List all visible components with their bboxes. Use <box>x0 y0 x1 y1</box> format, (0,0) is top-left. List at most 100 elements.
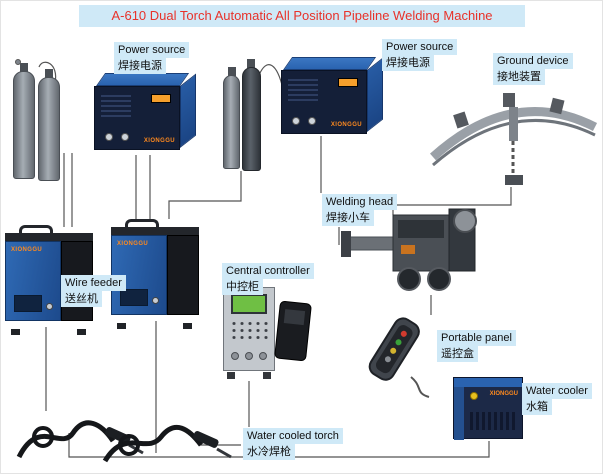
cylinder-gauge <box>15 59 21 65</box>
label-water-cooled-torch: Water cooled torch 水冷焊枪 <box>243 428 343 460</box>
foot <box>183 323 192 329</box>
pendant-screen <box>283 309 306 326</box>
controller-body <box>223 287 275 371</box>
label-water-cooler: Water cooler 水箱 <box>522 383 592 415</box>
carriage-panel <box>398 220 444 238</box>
filler-cap <box>470 392 478 400</box>
gas-cylinder <box>13 71 35 179</box>
wheel <box>397 267 421 291</box>
central-controller-cabinet <box>223 287 277 379</box>
foot <box>263 372 271 379</box>
gas-cylinder <box>242 67 261 171</box>
welding-head-illustration <box>341 208 477 291</box>
clamp-block <box>549 97 565 115</box>
feeder-top <box>111 227 199 235</box>
ground-device-illustration <box>429 93 598 185</box>
remote-cable <box>410 376 430 398</box>
foot <box>77 329 86 335</box>
machine-top-face <box>96 73 190 86</box>
control-knob <box>292 117 300 125</box>
torch-clamp <box>341 231 351 257</box>
gas-cylinders-middle <box>223 59 265 177</box>
feeder-front-panel: XIONGGU <box>5 241 61 321</box>
label-en: Welding head <box>322 194 398 210</box>
machine-side-face <box>180 73 196 148</box>
portable-panel-illustration <box>368 317 430 398</box>
feeder-control-panel <box>14 295 42 312</box>
label-en: Ground device <box>493 53 573 69</box>
label-en: Power source <box>114 42 190 58</box>
controller-screen <box>231 294 267 314</box>
controller-knobs <box>231 352 267 360</box>
vent-grille <box>470 412 516 430</box>
controller-buttons <box>230 320 270 340</box>
label-zh: 焊接电源 <box>382 55 434 71</box>
machine-side-face <box>367 57 383 132</box>
remote-button-yellow <box>390 347 397 354</box>
torch-handle <box>193 431 219 448</box>
label-zh: 接地装置 <box>493 69 545 85</box>
feeder-front-panel: XIONGGU <box>111 235 167 315</box>
vent-grille <box>101 95 131 117</box>
label-ground-device: Ground device 接地装置 <box>493 53 573 85</box>
brand-logo: XIONGGU <box>117 241 149 247</box>
carry-handle <box>125 219 159 229</box>
label-en: Water cooled torch <box>243 428 343 444</box>
ground-clamp <box>505 175 523 185</box>
water-cooler-machine: XIONGGU <box>453 377 523 440</box>
water-cooled-torches-illustration <box>16 420 232 463</box>
label-en: Portable panel <box>437 330 516 346</box>
wheel <box>427 267 451 291</box>
gas-cylinders-left <box>13 59 63 185</box>
control-knob <box>152 297 159 304</box>
feeder-side <box>167 235 199 315</box>
wire-feeder-machine-2: XIONGGU <box>111 219 201 329</box>
label-wire-feeder: Wire feeder 送丝机 <box>61 275 126 307</box>
label-en: Water cooler <box>522 383 592 399</box>
label-zh: 遥控盒 <box>437 346 478 362</box>
cooler-band <box>454 387 464 440</box>
control-knob <box>259 352 267 360</box>
remote-button-gray <box>384 356 391 363</box>
label-power-source-2: Power source 焊接电源 <box>382 39 458 71</box>
brand-logo: XIONGGU <box>330 122 362 128</box>
remote-button-green <box>395 339 402 346</box>
cable-coil <box>32 426 54 448</box>
machine-top-face <box>283 57 377 70</box>
brand-logo: XIONGGU <box>489 391 518 397</box>
control-knob <box>231 352 239 360</box>
remote-button-red <box>400 330 407 337</box>
clamp-block <box>503 93 515 107</box>
cylinder-valve <box>247 59 255 68</box>
machine-front-panel: XIONGGU <box>94 86 180 150</box>
power-source-machine-2: XIONGGU <box>281 57 385 137</box>
label-zh: 中控柜 <box>222 279 263 295</box>
wire-spool <box>453 209 477 233</box>
cable-coil <box>118 434 140 456</box>
gas-cylinder <box>223 75 240 169</box>
vent-grille <box>288 79 318 101</box>
label-en: Power source <box>382 39 458 55</box>
gas-cylinder <box>38 77 60 181</box>
control-knob <box>308 117 316 125</box>
label-central-controller: Central controller 中控柜 <box>222 263 314 295</box>
carry-handle <box>19 225 53 235</box>
label-zh: 焊接电源 <box>114 58 166 74</box>
foot <box>227 372 235 379</box>
digital-display <box>151 94 171 103</box>
cooler-top <box>454 378 522 387</box>
label-portable-panel: Portable panel 遥控盒 <box>437 330 516 362</box>
cylinder-valve <box>20 63 28 72</box>
carriage-accent <box>401 245 415 254</box>
label-welding-head: Welding head 焊接小车 <box>322 194 398 226</box>
control-knob <box>105 133 113 141</box>
label-zh: 水冷焊枪 <box>243 444 295 460</box>
feeder-control-panel <box>120 289 148 306</box>
label-zh: 水箱 <box>522 399 552 415</box>
control-knob <box>46 303 53 310</box>
control-knob <box>121 133 129 141</box>
brand-logo: XIONGGU <box>143 138 175 144</box>
label-power-source-1: Power source 焊接电源 <box>114 42 190 74</box>
label-zh: 焊接小车 <box>322 210 374 226</box>
